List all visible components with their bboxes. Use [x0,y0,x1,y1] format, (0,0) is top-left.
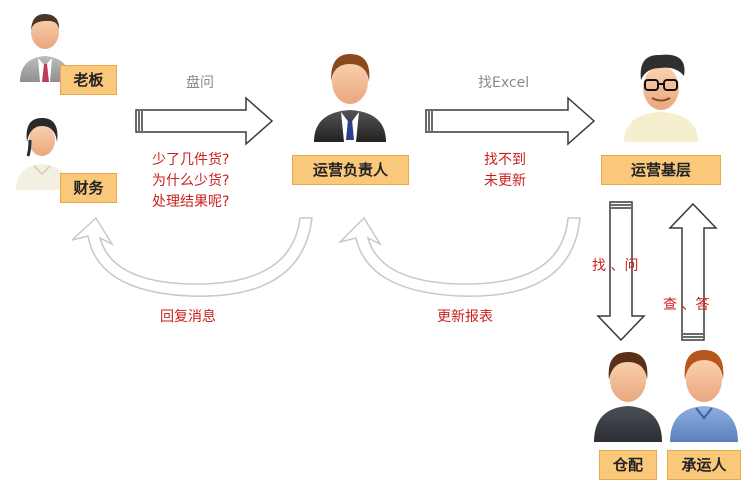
questions-note: 少了几件货? 为什么少货? 处理结果呢? [152,150,229,213]
finance-avatar-icon [16,118,68,190]
question-line-1: 少了几件货? [152,152,230,168]
update-report-label: 更新报表 [437,309,493,325]
boss-avatar-icon [20,13,70,82]
reply-curved-arrow [71,216,313,297]
carrier-label: 承运人 [667,450,741,480]
reply-label: 回复消息 [160,309,216,325]
ops-manager-avatar-icon [314,54,386,142]
finance-label: 财务 [60,173,117,203]
not-found-line-1: 找不到 [484,152,526,168]
ops-manager-label: 运营负责人 [292,155,409,185]
question-line-2: 为什么少货? [152,173,230,189]
update-report-curved-arrow [337,216,581,297]
not-found-note: 找不到 未更新 [484,150,526,192]
warehouse-avatar-icon [594,352,662,442]
carrier-avatar-icon [670,350,738,442]
find-excel-label: 找Excel [478,75,530,91]
find-excel-arrow [425,96,596,146]
ops-staff-avatar-icon [624,54,698,142]
ask-arrow [135,96,274,146]
check-answer-label: 查 、答 [663,297,710,313]
find-ask-arrow [596,201,646,342]
find-ask-label: 找 、问 [592,258,639,274]
warehouse-label: 仓配 [599,450,657,480]
ask-label: 盘问 [186,75,214,91]
boss-label: 老板 [60,65,117,95]
question-line-3: 处理结果呢? [152,194,230,210]
check-answer-arrow [668,202,718,341]
not-found-line-2: 未更新 [484,173,526,189]
ops-staff-label: 运营基层 [601,155,721,185]
